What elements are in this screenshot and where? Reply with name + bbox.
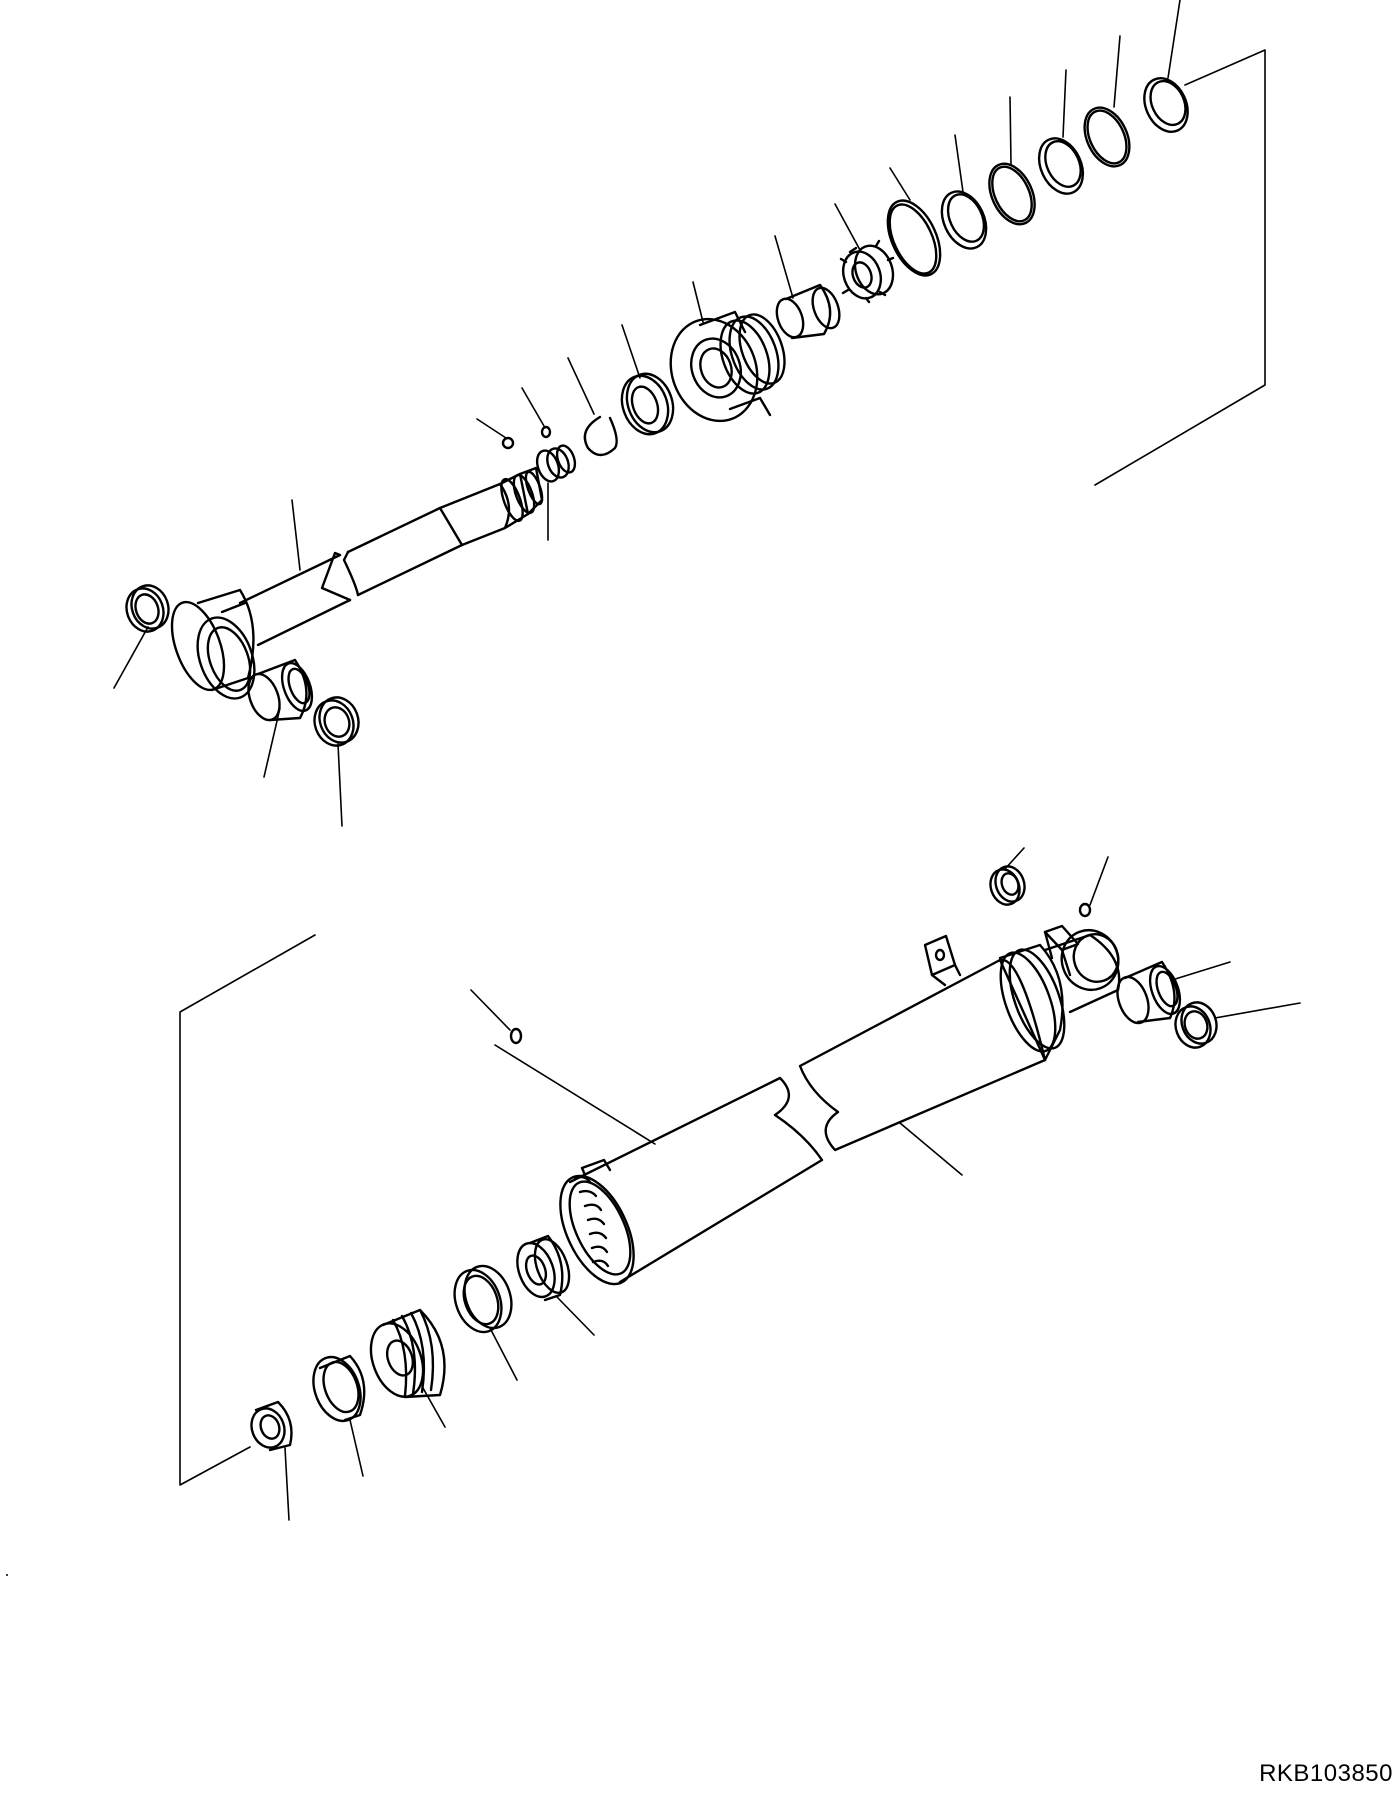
head-seal-ring [453,1264,513,1334]
bottom-bushing [1116,960,1182,1025]
head-bushing [516,1234,571,1302]
rod-dust-seal-right [313,696,360,747]
wear-ring [1037,137,1085,195]
o-ring [886,199,942,277]
piston-rod-assembly [113,0,1189,827]
head-retainer-nut [250,1400,293,1452]
piston-rod [238,466,544,647]
fitting-leader [494,1044,656,1145]
snap-ring [583,415,618,457]
cylinder-bottom-eye [998,924,1121,1062]
bottom-dust-seal-top [989,865,1026,906]
leader-lines-lower [284,847,1301,1521]
bottom-dust-seal-right [1174,1001,1218,1049]
piston [669,310,786,423]
wear-ring [940,190,988,250]
cylinder-tube-assembly [250,847,1301,1521]
seal-ring [1143,77,1189,133]
cylinder-head [369,1308,446,1399]
cushion-sleeve [775,283,841,340]
leader-lines-upper [113,0,1181,827]
piston-nut [839,239,895,304]
mounting-bracket [923,934,962,987]
rod-eye-bushing [247,658,314,722]
o-ring [1083,106,1131,168]
seal-ring-set [886,77,1189,277]
rod-eye [170,588,256,700]
drawing-code: RKB103850 [1259,1760,1393,1787]
ball-part [501,436,515,450]
o-ring [988,162,1036,226]
small-pin [540,425,552,439]
rod-dust-seal-left [125,584,170,633]
head-dust-seal [312,1354,366,1423]
scan-speck [6,1574,8,1576]
backup-ring [620,372,675,436]
cylinder-tube [559,958,1047,1286]
small-pin [1078,902,1092,918]
grease-fitting [509,1027,523,1045]
assembly-boundary-lines [179,49,1266,1486]
set-screw [535,444,577,483]
